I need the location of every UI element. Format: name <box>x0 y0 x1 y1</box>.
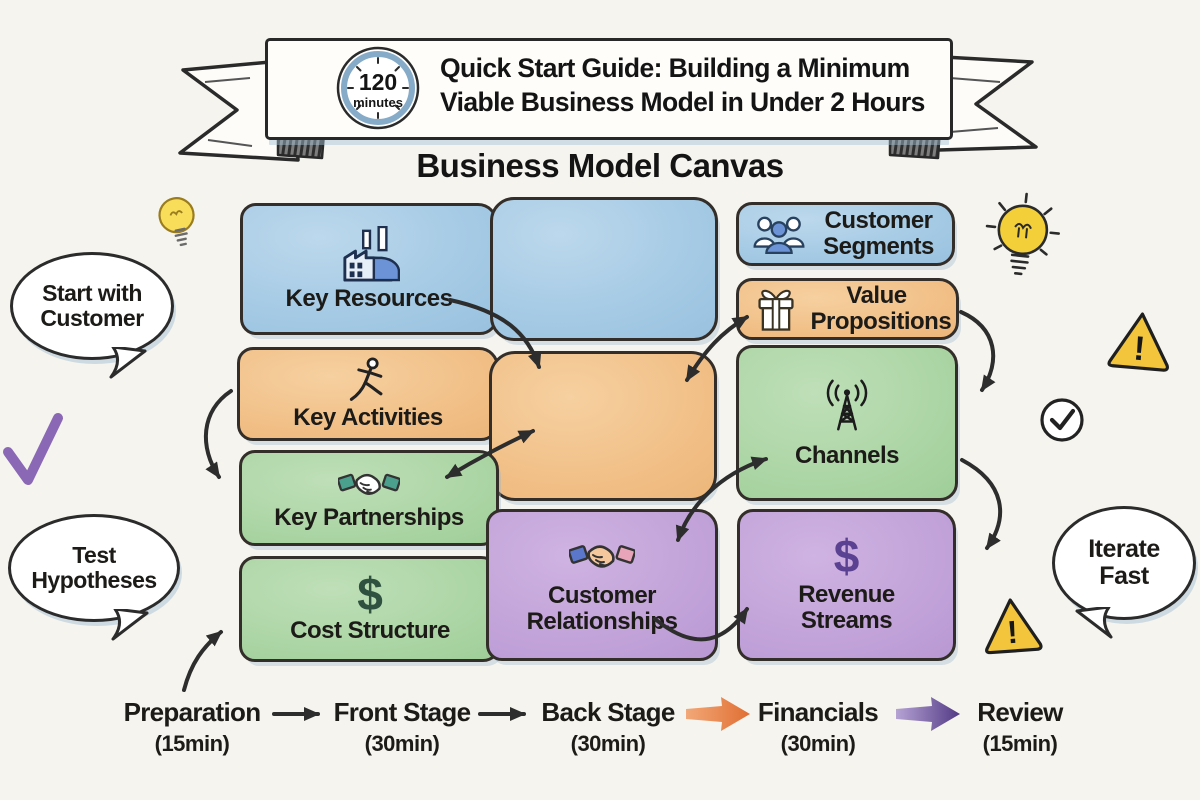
bubble-tail-icon <box>1075 607 1113 639</box>
clock-icon: 120 minutes <box>336 46 420 130</box>
banner-title-line2: Viable Business Model in Under 2 Hours <box>440 86 925 117</box>
runner-icon <box>349 357 383 401</box>
timeline-stage-duration: (15min) <box>154 731 230 756</box>
bubble-text: Start with Customer <box>40 280 144 331</box>
clock-unit: minutes <box>353 95 403 110</box>
canvas-box-label: Customer Segments <box>823 207 934 260</box>
speech-bubble-start-with-customer: Start with Customer <box>10 252 174 379</box>
people-icon <box>753 216 804 254</box>
speech-bubble-test-hypotheses: Test Hypotheses <box>8 514 180 641</box>
canvas-box-channels: Channels <box>736 345 958 501</box>
canvas-box-key-activities: Key Activities <box>237 347 499 441</box>
bubble-text: Test Hypotheses <box>31 542 157 593</box>
canvas-box-value-propositions: Value Propositions <box>736 278 959 340</box>
banner-title: Quick Start Guide: Building a Minimum Vi… <box>440 52 940 119</box>
timeline-stage-duration: (30min) <box>780 731 856 756</box>
factory-icon <box>343 226 400 282</box>
timeline-stage-name: Back Stage <box>541 697 675 727</box>
timeline-stage-financials: Financials (30min) <box>757 697 879 757</box>
canvas-box-cost-structure: $ Cost Structure <box>239 556 501 662</box>
bubble-text: Iterate Fast <box>1088 535 1160 590</box>
timeline-stage-review: Review (15min) <box>977 697 1063 757</box>
page-title: Business Model Canvas <box>416 147 784 184</box>
ribbon-banner: 120 minutes Quick Start Guide: Building … <box>265 38 953 140</box>
speech-bubble-iterate-fast: Iterate Fast <box>1052 506 1196 639</box>
canvas-box-blank-orange <box>489 351 717 501</box>
canvas-box-key-resources: Key Resources <box>240 203 498 335</box>
handshake-icon <box>338 473 400 496</box>
clock-value: 120 <box>359 69 397 95</box>
timeline-stage-preparation: Preparation (15min) <box>124 697 261 757</box>
timeline-stage-duration: (30min) <box>364 731 440 756</box>
handshake-icon <box>569 545 635 568</box>
bubble-tail-icon <box>111 609 149 641</box>
timeline-stage-duration: (30min) <box>570 731 646 756</box>
canvas-box-revenue-streams: $ Revenue Streams <box>737 509 956 661</box>
timeline-stage-name: Review <box>977 697 1063 727</box>
canvas-box-label: Value Propositions <box>810 282 952 335</box>
bubble-tail-icon <box>109 347 147 379</box>
banner-title-line1: Quick Start Guide: Building a Minimum <box>440 53 910 83</box>
canvas-box-label: Channels <box>794 442 900 470</box>
gift-icon <box>757 289 794 331</box>
canvas-box-label: Key Resources <box>285 285 453 313</box>
timeline-stage-back-stage: Back Stage (30min) <box>541 697 675 757</box>
canvas-box-key-partnerships: Key Partnerships <box>239 450 499 546</box>
canvas-box-customer-relationships: Customer Relationships <box>486 509 718 661</box>
dollar-icon: $ <box>833 530 860 583</box>
timeline-stage-duration: (15min) <box>982 731 1058 756</box>
timeline-stage-name: Front Stage <box>333 697 471 727</box>
canvas-box-label: Key Partnerships <box>274 504 464 532</box>
antenna-icon <box>826 379 868 431</box>
canvas-box-label: Cost Structure <box>290 616 450 644</box>
timeline-stage-name: Preparation <box>123 697 261 727</box>
canvas-box-blank-blue <box>490 197 718 341</box>
canvas-box-label: Customer Relationships <box>526 582 678 635</box>
canvas-box-customer-segments: Customer Segments <box>736 202 955 266</box>
timeline-stage-front-stage: Front Stage (30min) <box>334 697 471 757</box>
canvas-box-label: Revenue Streams <box>798 580 895 634</box>
dollar-icon: $ <box>357 568 383 621</box>
canvas-box-label: Key Activities <box>293 404 443 432</box>
timeline-stage-name: Financials <box>757 697 879 727</box>
